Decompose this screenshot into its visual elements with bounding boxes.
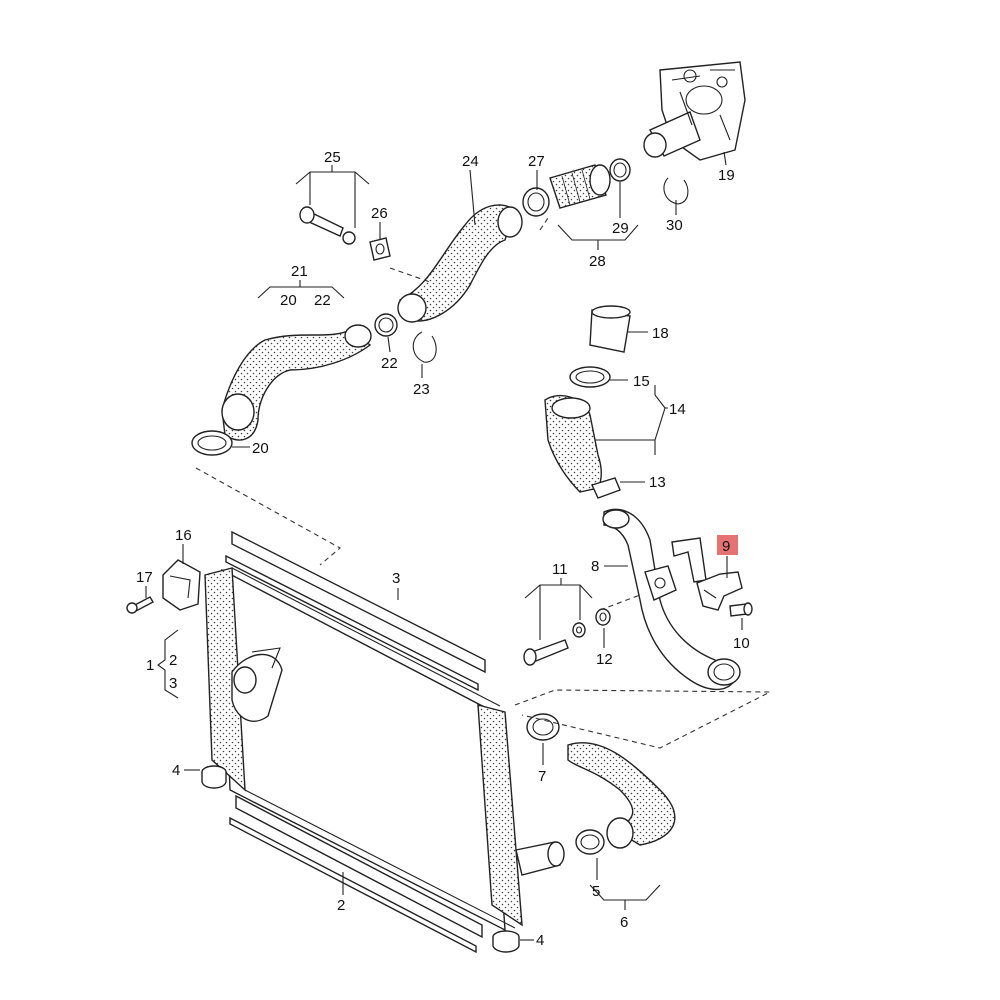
hose-clamp-5	[575, 829, 605, 855]
label-20-upper: 20	[280, 292, 297, 309]
label-3-sub: 3	[169, 675, 177, 692]
o-ring-22	[374, 313, 398, 337]
label-10: 10	[733, 635, 750, 652]
rubber-mount-upper	[201, 765, 227, 789]
leader-lines	[145, 151, 743, 941]
label-2-bottom: 2	[337, 897, 345, 914]
label-13: 13	[649, 474, 666, 491]
label-28: 28	[589, 253, 606, 270]
label-6: 6	[620, 914, 628, 931]
label-21: 21	[291, 263, 308, 280]
label-29: 29	[612, 220, 629, 237]
label-30: 30	[666, 217, 683, 234]
number-labels: 25 26 24 27 29 28 30 19 21 20 22 22 23 2…	[136, 149, 750, 949]
hose-clamp-15	[569, 366, 611, 388]
bolt-11	[523, 639, 569, 666]
turbocharger	[643, 61, 746, 161]
label-23: 23	[413, 381, 430, 398]
label-4-upper: 4	[172, 762, 180, 779]
washer-11	[572, 622, 586, 638]
charge-pressure-pipe	[602, 508, 741, 691]
label-12: 12	[596, 651, 613, 668]
charge-hose-lower	[515, 742, 676, 876]
charge-pipe-24	[397, 204, 523, 323]
label-19: 19	[718, 167, 735, 184]
label-17: 17	[136, 569, 153, 586]
label-9: 9	[722, 538, 730, 555]
hose-14	[544, 395, 603, 493]
label-1: 1	[146, 657, 154, 674]
rubber-mount-lower	[492, 930, 520, 953]
label-27: 27	[528, 153, 545, 170]
label-4-lower: 4	[536, 932, 544, 949]
label-5: 5	[592, 883, 600, 900]
highlight-box	[717, 535, 738, 555]
hose-clamp-20	[191, 430, 233, 456]
bush-12	[595, 608, 611, 626]
label-14: 14	[669, 401, 686, 418]
hose-clamp-27	[522, 187, 550, 217]
label-2-sub: 2	[169, 652, 177, 669]
label-16: 16	[175, 527, 192, 544]
label-7: 7	[538, 768, 546, 785]
bolt-17	[126, 596, 154, 614]
bolt-10	[729, 602, 753, 617]
o-ring-29	[609, 158, 631, 182]
sleeve-18	[589, 305, 631, 353]
label-3-top: 3	[392, 570, 400, 587]
charge-hose-21	[221, 324, 372, 441]
air-guide-bottom	[229, 794, 483, 954]
label-18: 18	[652, 325, 669, 342]
bolt-25	[299, 206, 356, 245]
label-26: 26	[371, 205, 388, 222]
circlip-30	[663, 177, 689, 205]
label-22-lower: 22	[381, 355, 398, 372]
circlip-23	[412, 331, 437, 363]
label-22-upper: 22	[314, 292, 331, 309]
label-15: 15	[633, 373, 650, 390]
connection-lines	[195, 214, 771, 749]
label-24: 24	[462, 153, 479, 170]
bracket	[162, 559, 201, 611]
hose-28	[549, 164, 611, 209]
charge-pressure-sensor	[696, 571, 743, 611]
label-11: 11	[552, 561, 568, 578]
label-25: 25	[324, 149, 341, 166]
label-20-lower: 20	[252, 440, 269, 457]
hose-clamp-7	[526, 713, 560, 741]
bush-26	[369, 237, 391, 261]
label-8: 8	[591, 558, 599, 575]
air-guide-top	[225, 530, 486, 692]
intercooler	[204, 567, 523, 932]
clamp-13	[591, 477, 621, 499]
